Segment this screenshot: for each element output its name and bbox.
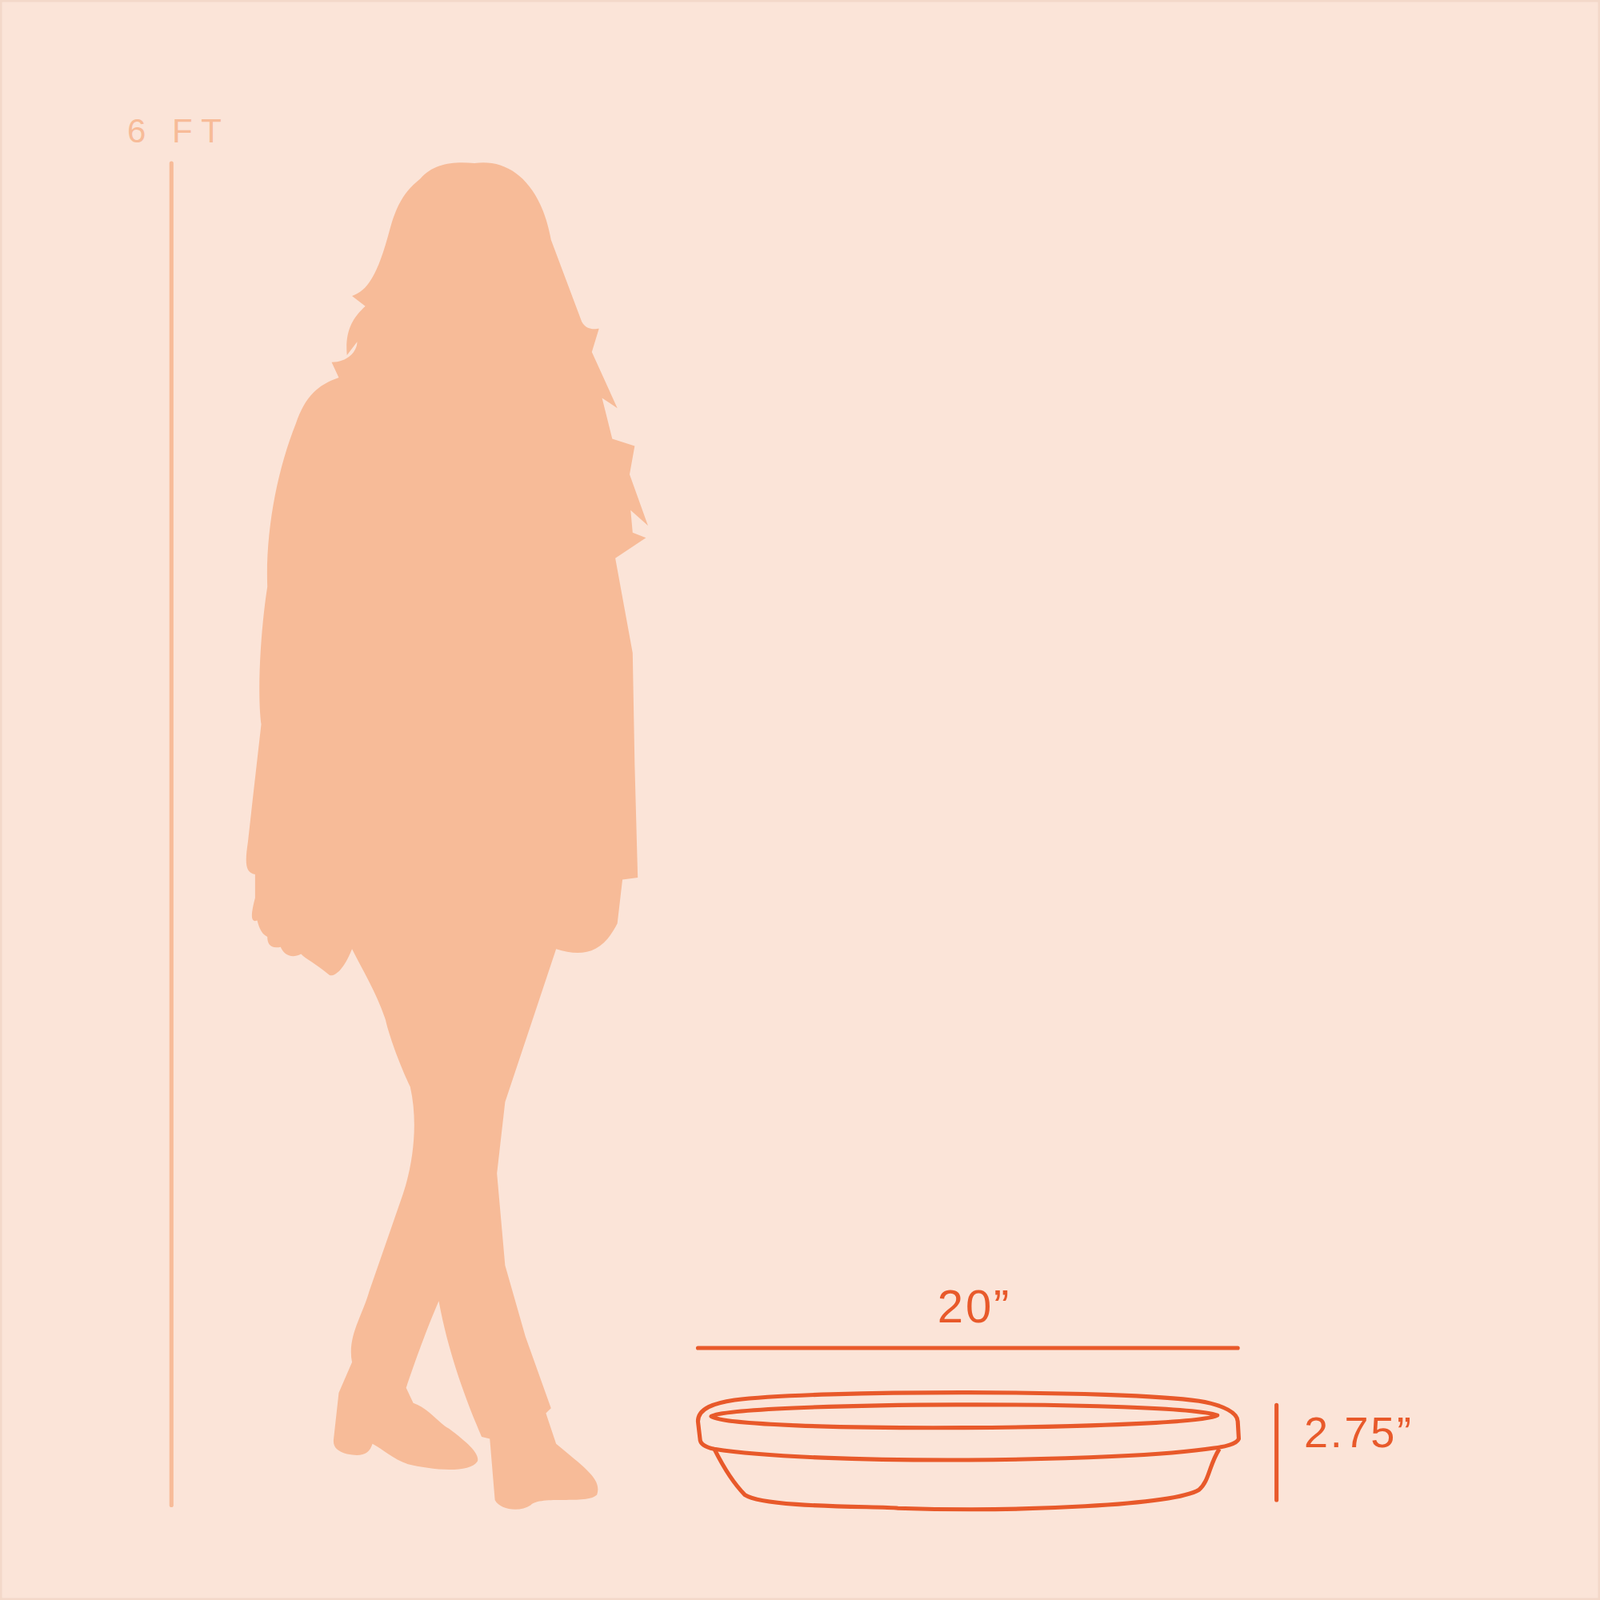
height-dimension: 2.75” xyxy=(1304,1410,1414,1454)
height-dimension-line xyxy=(1274,1404,1279,1500)
width-dimension: 20” xyxy=(937,1283,1012,1330)
tray-outline xyxy=(697,1392,1239,1510)
width-dimension-line xyxy=(697,1345,1238,1350)
person-silhouette xyxy=(246,162,648,1509)
tray-rim xyxy=(697,1392,1239,1460)
tray-inner-rim xyxy=(711,1404,1218,1428)
tray-body xyxy=(714,1448,1220,1509)
height-label: 6 FT xyxy=(127,114,230,148)
height-scale-line xyxy=(169,163,174,1505)
